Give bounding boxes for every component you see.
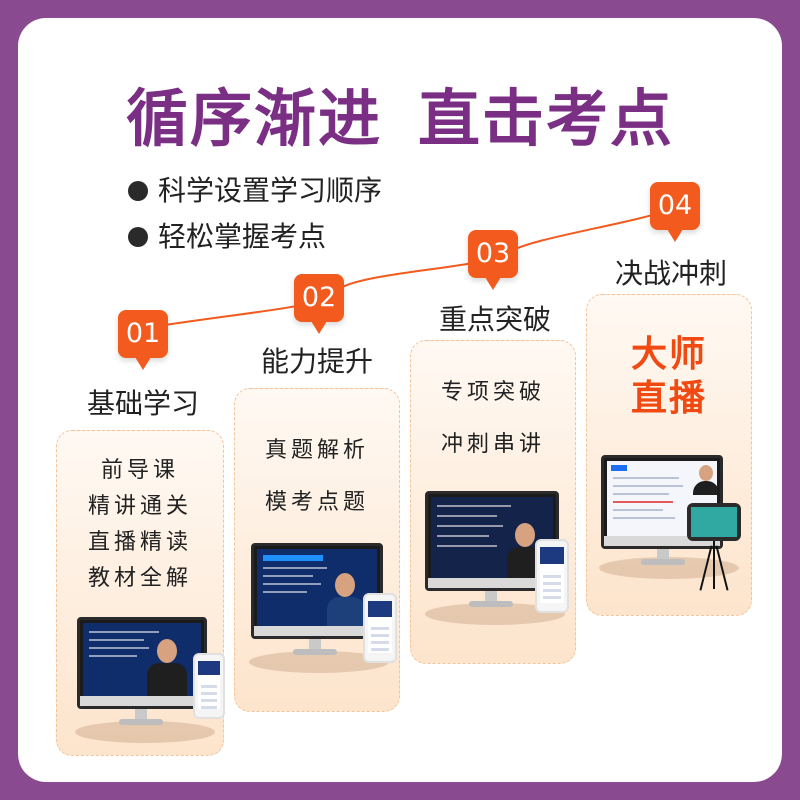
title-part-1: 循序渐进: [125, 82, 382, 155]
progress-line: [157, 207, 675, 327]
stage-03-item: 冲刺串讲: [440, 432, 545, 457]
bullet-dot-icon: [128, 227, 148, 247]
stage-01-item: 教材全解: [87, 566, 192, 591]
stage-02-panel: 真题解析 模考点题: [234, 388, 400, 712]
stage-01-item: 直播精读: [87, 530, 192, 555]
stage-01-item: 前导课: [100, 458, 179, 483]
stage-04-label: 决战冲刺: [614, 257, 727, 290]
stage-02-marker: 02: [294, 274, 344, 334]
stage-03-item: 专项突破: [440, 380, 545, 405]
page-title: 循序渐进直击考点: [18, 68, 782, 158]
stage-03-marker: 03: [468, 230, 518, 290]
stage-01-panel: 前导课 精讲通关 直播精读 教材全解: [56, 430, 225, 756]
stage-01-item: 精讲通关: [87, 494, 192, 519]
bullet-list: 科学设置学习顺序 轻松掌握考点: [128, 168, 382, 260]
stage-04-marker: 04: [650, 182, 700, 242]
bullet-item: 轻松掌握考点: [128, 214, 382, 260]
content-card: 循序渐进直击考点 科学设置学习顺序 轻松掌握考点 01 基础学习 前导课 精讲通…: [18, 18, 782, 782]
stage-03-label: 重点突破: [438, 303, 551, 336]
bullet-dot-icon: [128, 181, 148, 201]
stage-04-highlight: 大师: [630, 334, 707, 375]
bullet-item: 科学设置学习顺序: [128, 168, 382, 214]
stage-04-highlight: 直播: [630, 378, 707, 419]
stage-04-panel: 大师 直播: [586, 294, 752, 616]
stage-02-item: 模考点题: [264, 490, 369, 515]
stage-02-label: 能力提升: [260, 345, 373, 378]
stage-01-label: 基础学习: [86, 387, 199, 420]
stage-01-marker: 01: [118, 310, 168, 370]
stage-02-item: 真题解析: [264, 438, 369, 463]
stage-03-panel: 专项突破 冲刺串讲: [410, 340, 576, 664]
title-part-2: 直击考点: [418, 82, 675, 155]
